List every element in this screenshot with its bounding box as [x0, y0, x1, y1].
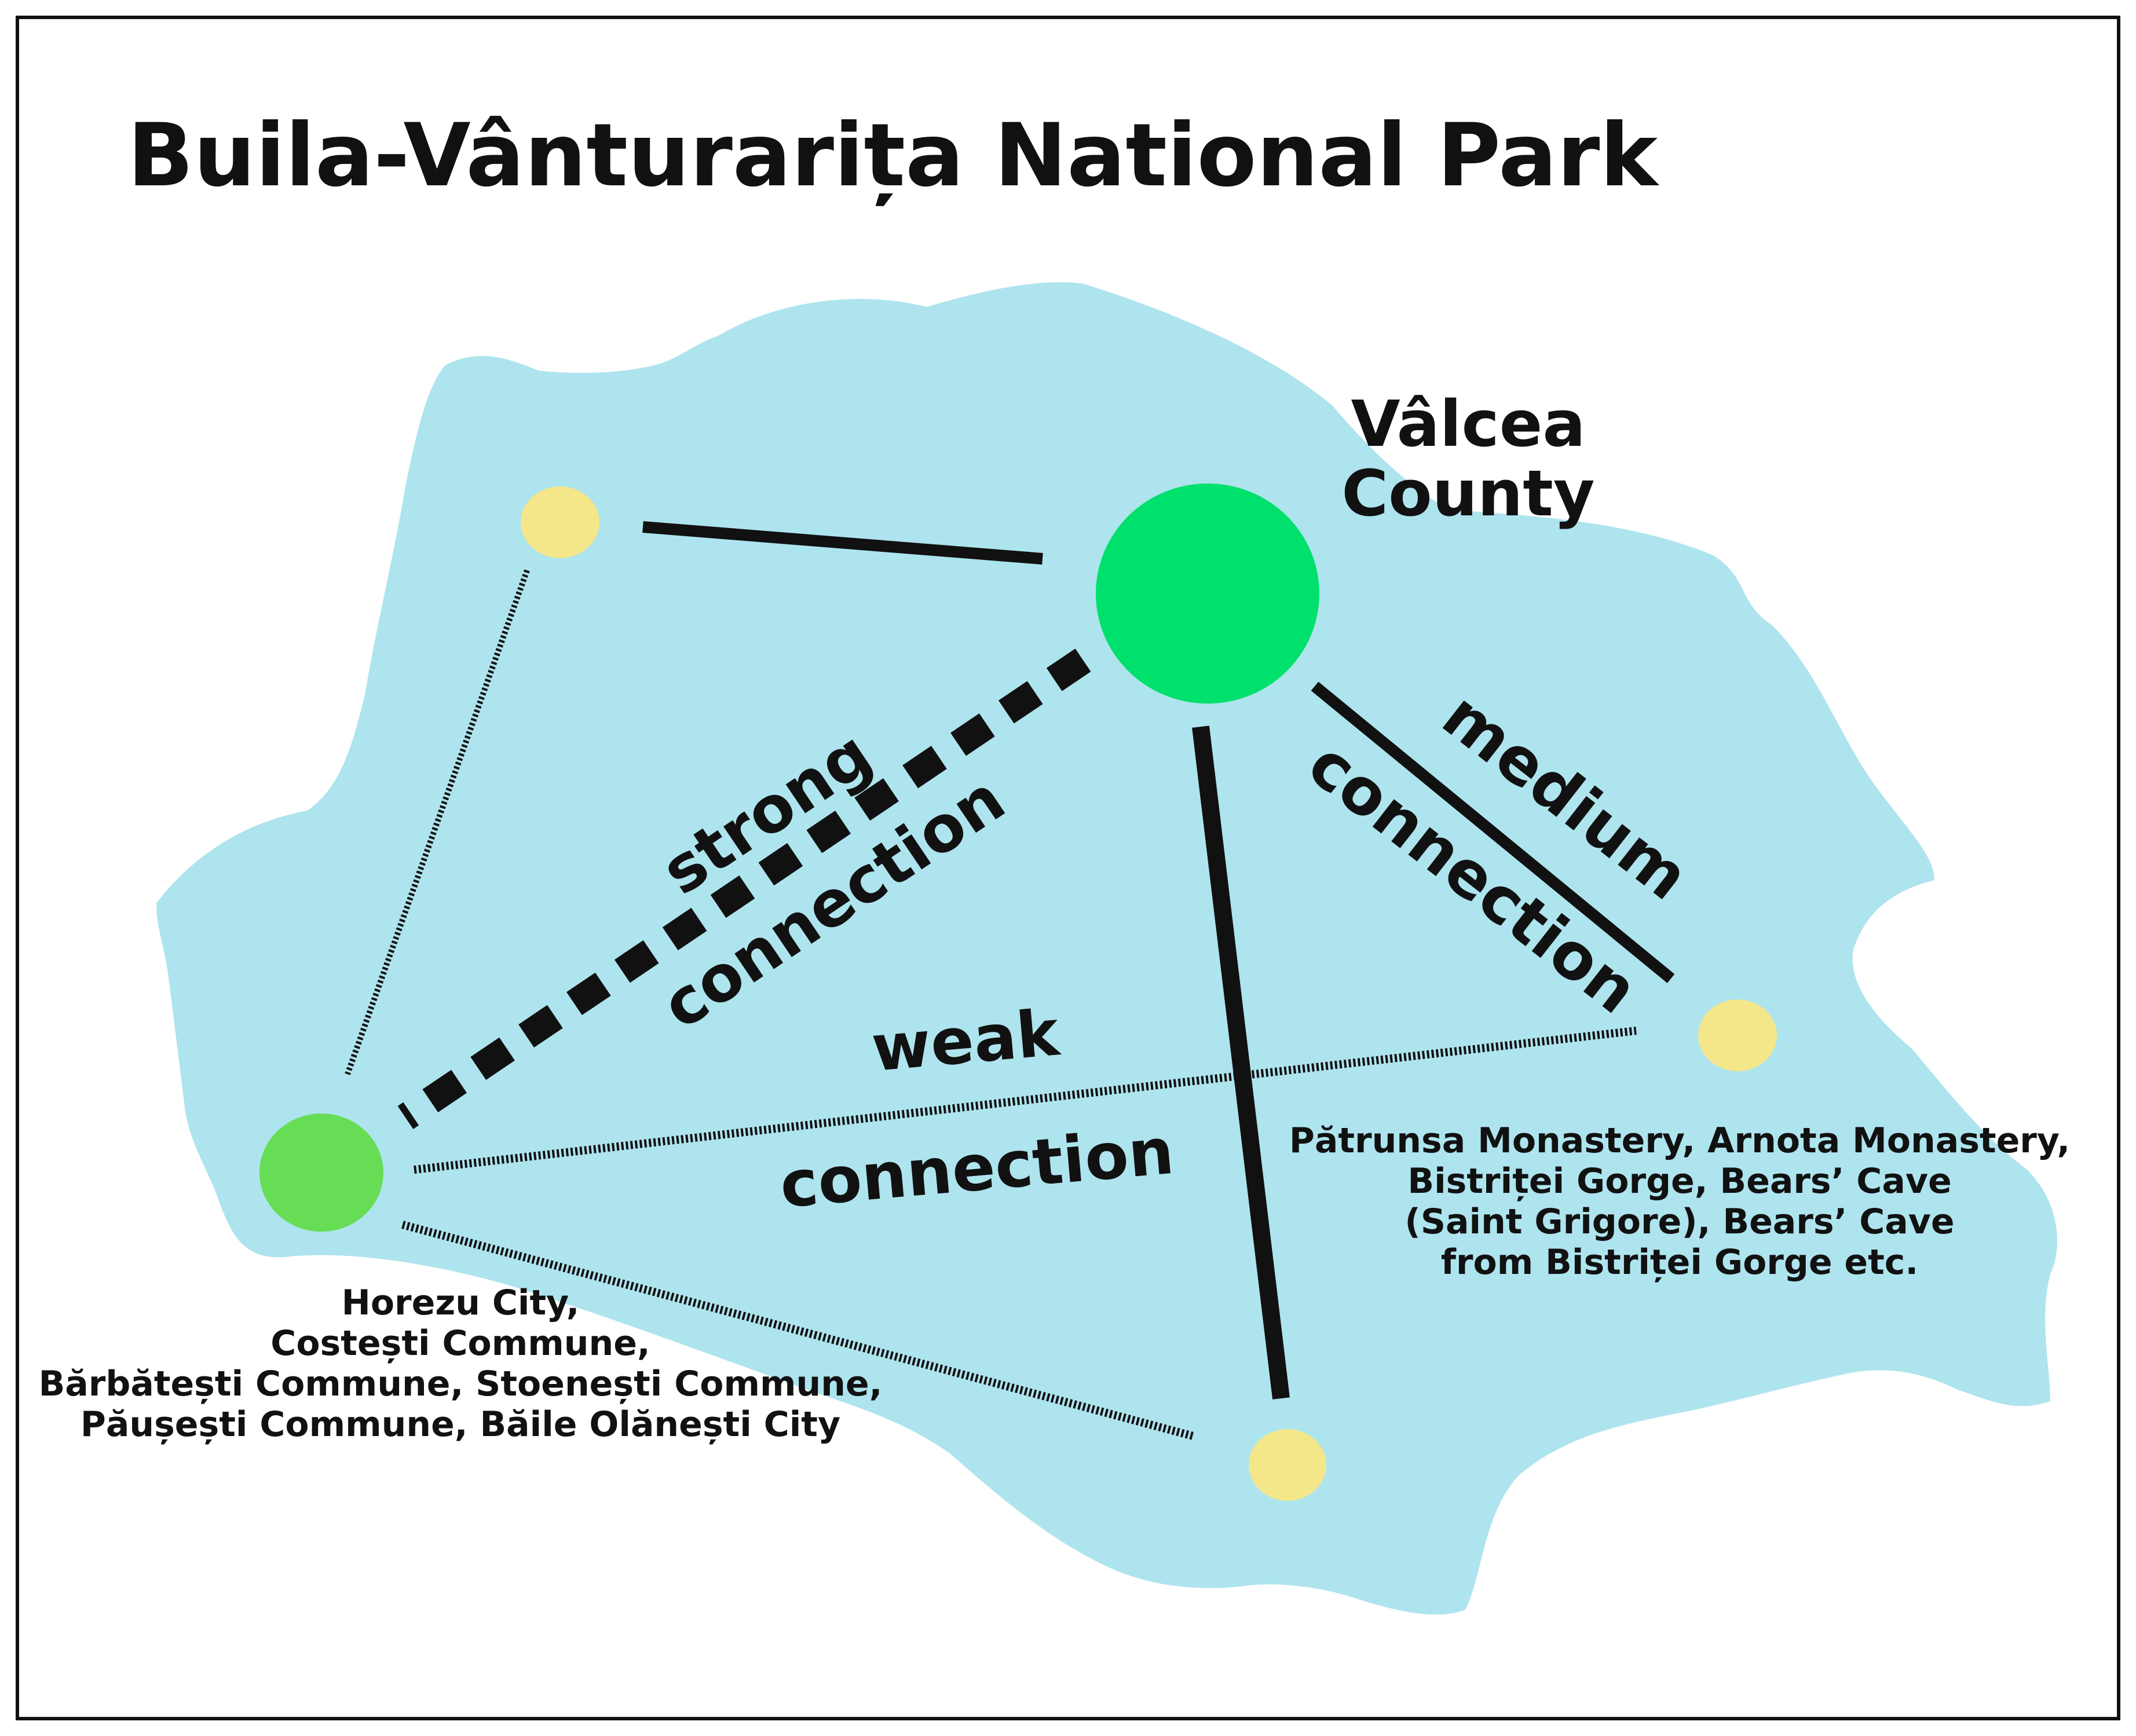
west-cluster-label-line-3: Bărbătești Commune, Stoenești Commune, [39, 1364, 883, 1404]
east-cluster-label-line-3: (Saint Grigore), Bears’ Cave [1405, 1202, 1954, 1242]
line-nw-to-west-weak [345, 569, 530, 1075]
line-nw-to-county [642, 521, 1043, 565]
west-cluster-label-line-4: Păușești Commune, Băile Olănești City [81, 1404, 840, 1445]
line-west-to-south-weak [401, 1221, 1194, 1440]
west-cluster-label-line-1: Horezu City, [342, 1283, 580, 1323]
line-strong-connection [397, 649, 1091, 1129]
line-weak-connection [414, 1027, 1637, 1174]
east-cluster-label-line-4: from Bistriței Gorge etc. [1441, 1242, 1918, 1283]
northwest-minor-node [521, 486, 599, 558]
diagram-title: Buila-Vânturarița National Park [127, 105, 1659, 206]
county-node [1096, 484, 1319, 704]
east-cluster-label-line-1: Pătrunsa Monastery, Arnota Monastery, [1289, 1120, 2070, 1161]
east-minor-node [1698, 999, 1777, 1071]
county-label-line-1: Vâlcea [1351, 387, 1585, 461]
weak-connection-label-line-1: weak [869, 995, 1063, 1086]
west-cluster-node [259, 1114, 383, 1232]
line-medium-connection [1311, 682, 1675, 983]
line-county-to-south [1192, 726, 1290, 1400]
county-label-line-2: County [1341, 456, 1594, 530]
west-cluster-label-line-2: Costești Commune, [270, 1323, 650, 1364]
south-minor-node [1249, 1429, 1326, 1501]
park-region [156, 282, 2057, 1615]
east-cluster-label-line-2: Bistriței Gorge, Bears’ Cave [1407, 1161, 1951, 1202]
